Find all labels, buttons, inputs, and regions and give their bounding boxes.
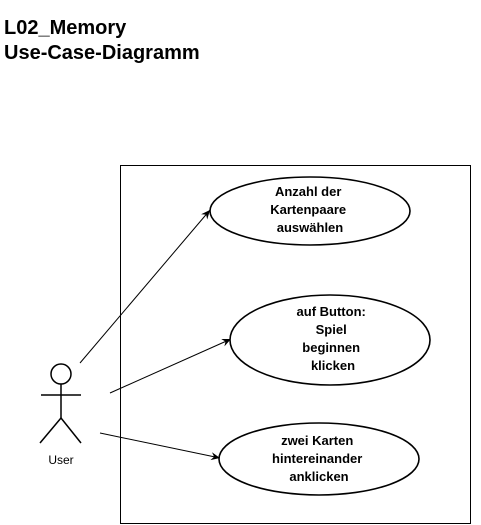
use-case-2-line-4: klicken [311,358,355,373]
association-arrow-3 [99,432,221,461]
use-case-3-line-2: hintereinander [272,451,362,466]
use-case-1-line-2: Kartenpaare [270,202,346,217]
actor-user [39,363,82,444]
title-line-2: Use-Case-Diagramm [4,42,200,64]
svg-text:Anzahl der Kartenpaare: Anzahl der Kartenpaare auswählen [270,184,350,235]
use-case-3-line-1: zwei Karten [281,433,353,448]
use-case-2-line-2: Spiel [316,322,347,337]
actor-left-leg [39,417,62,444]
use-case-2-line-3: beginnen [302,340,360,355]
association-arrow-1 [79,209,211,364]
actor-right-leg [60,417,82,444]
use-case-start-game: auf Button: Spiel beginnen klicken [229,294,431,386]
use-case-ellipse [209,176,411,246]
use-case-select-pairs: Anzahl der Kartenpaare auswählen [209,176,411,246]
svg-text:zwei Karten hintereinand: zwei Karten hintereinander anklicken [272,433,366,484]
use-case-2-line-1: auf Button: [297,304,366,319]
title-line-1: L02_Memory [4,17,127,39]
use-case-click-two-cards: zwei Karten hintereinander anklicken [218,422,420,496]
system-boundary [120,165,471,524]
use-case-ellipse [229,294,431,386]
actor-label: User [48,453,73,467]
use-case-ellipse [218,422,420,496]
page-title: L02_Memory Use-Case-Diagramm [4,16,200,66]
use-case-1-line-1: Anzahl der [275,184,341,199]
use-case-3-line-3: anklicken [289,469,348,484]
actor-head [50,363,72,385]
association-arrow-2 [109,338,232,394]
svg-text:auf Button: Spiel: auf Button: Spiel beginnen klicken [297,304,370,373]
use-case-1-line-3: auswählen [277,220,344,235]
